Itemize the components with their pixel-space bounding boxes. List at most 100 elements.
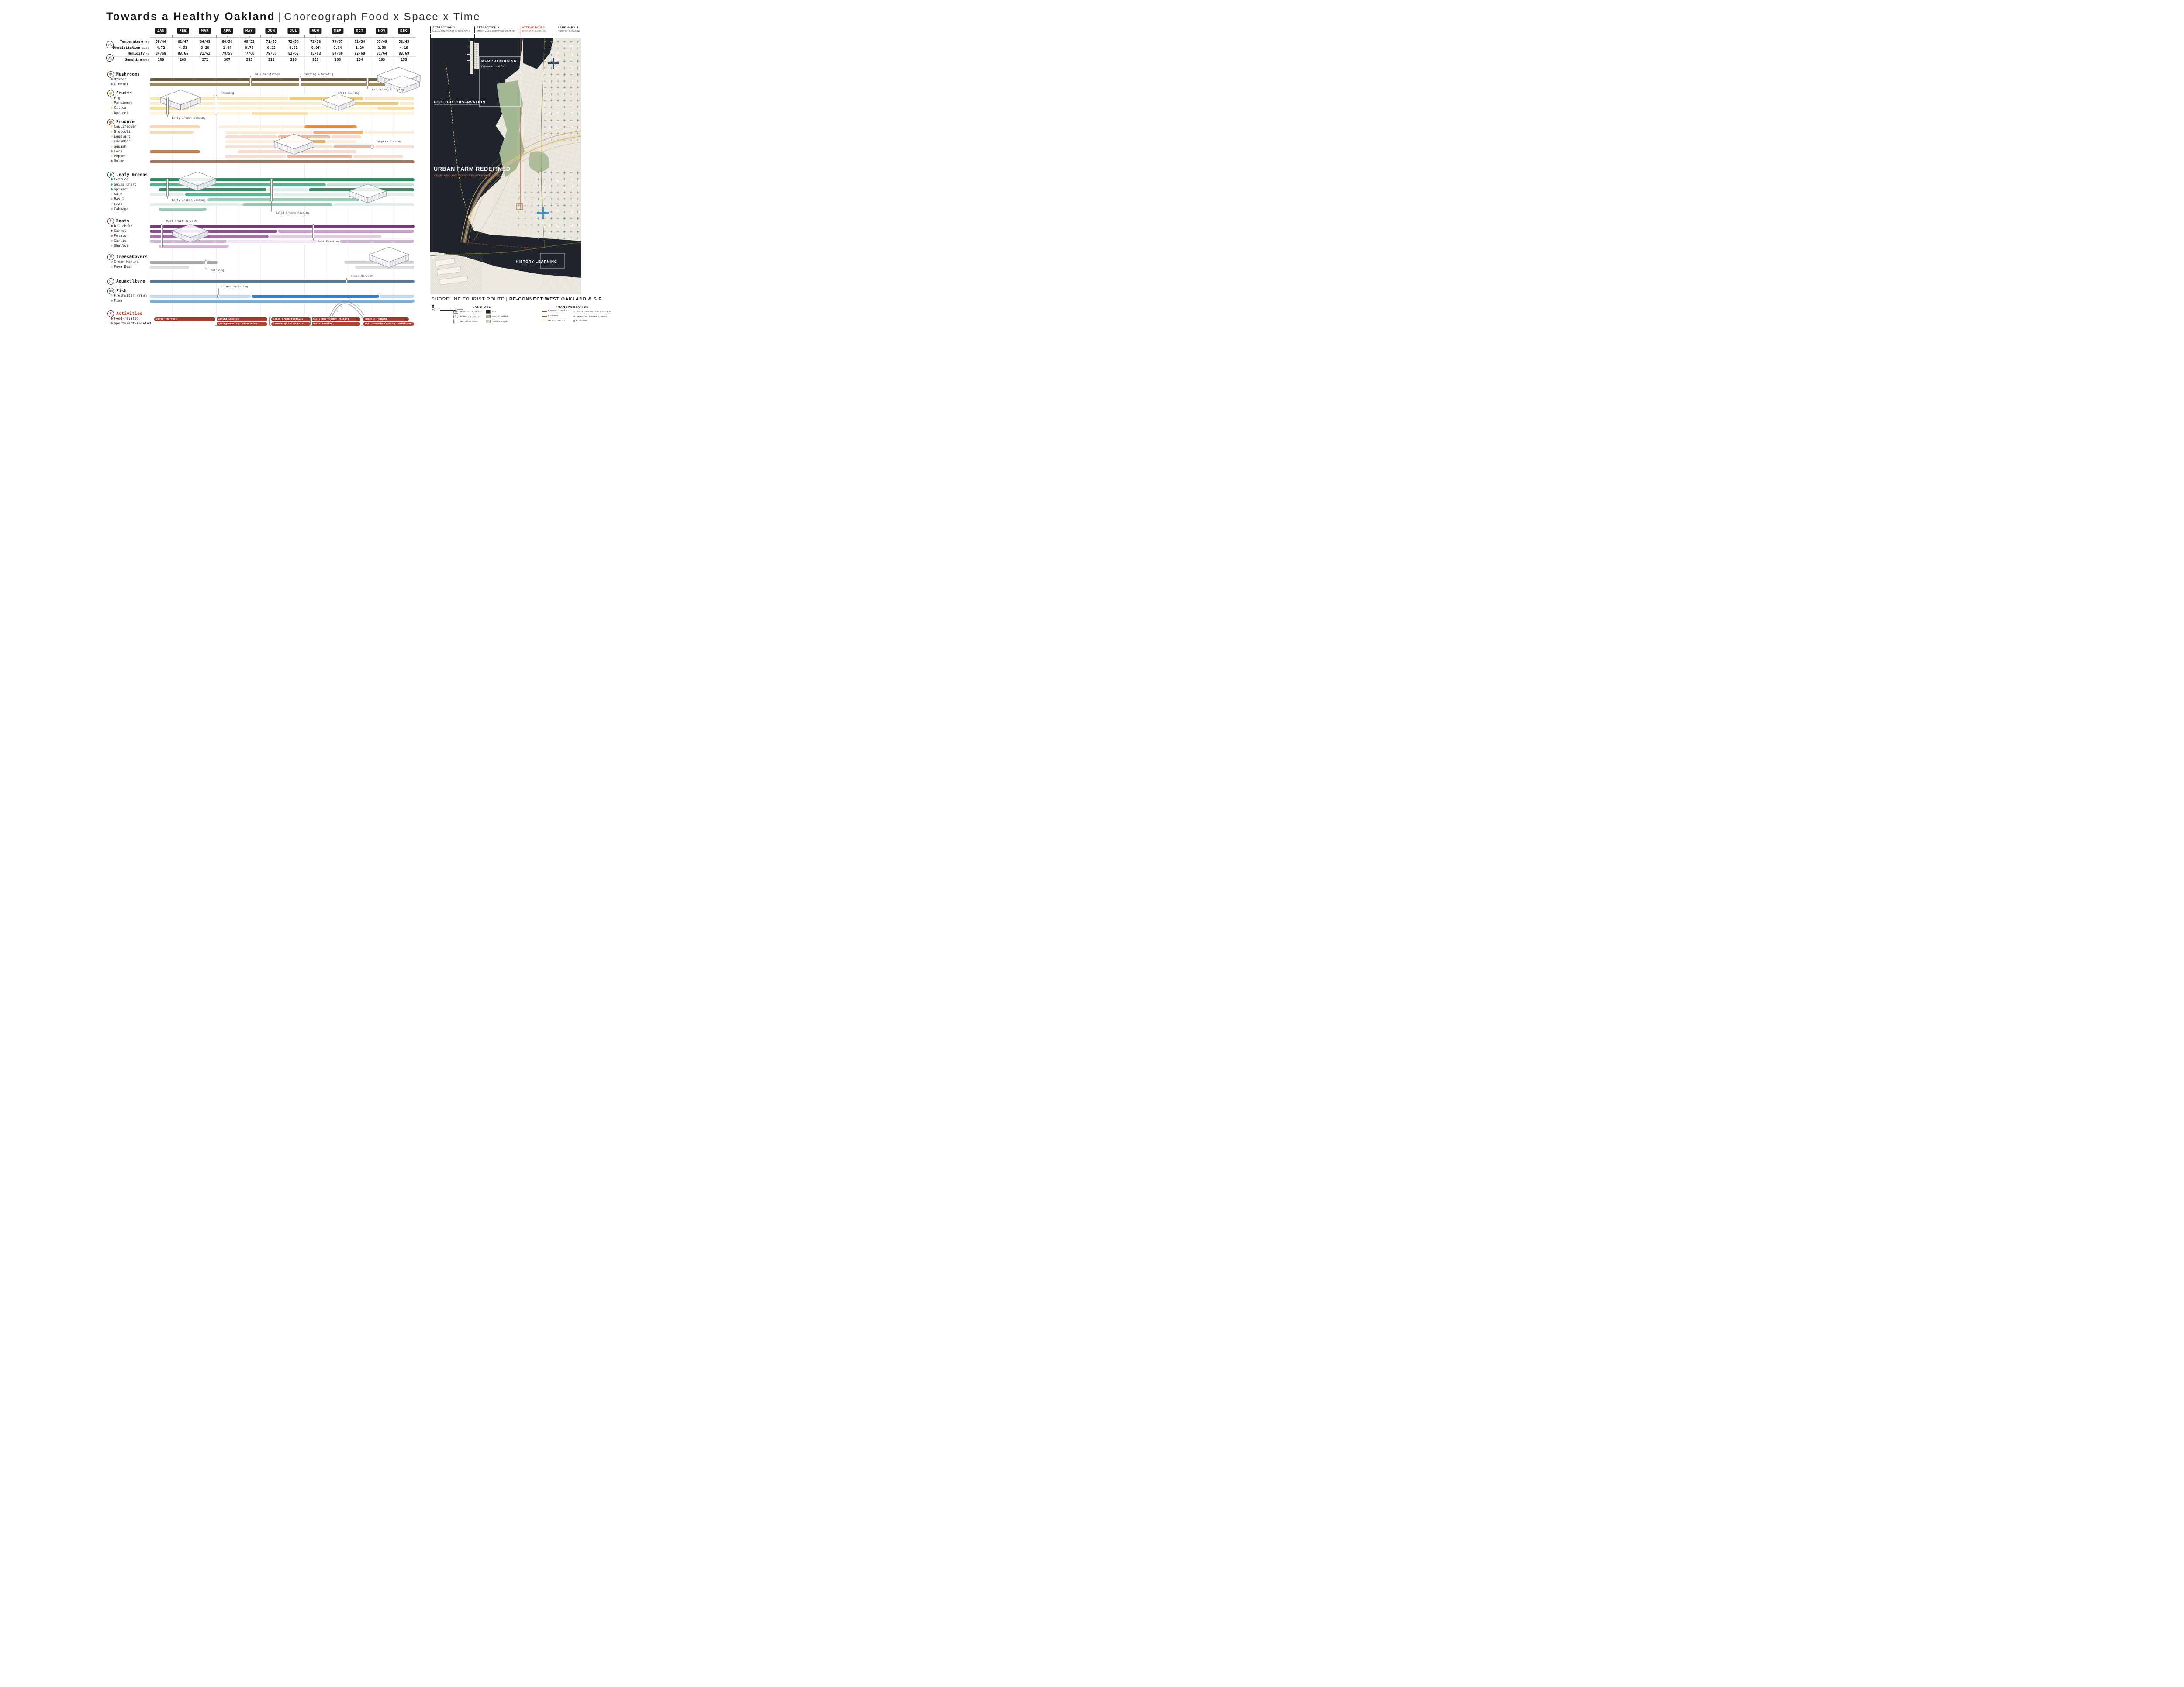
weather-value: 153 <box>401 57 407 62</box>
legend-swatch <box>453 310 458 314</box>
gantt-bar <box>159 208 207 211</box>
legend-label: NATURAL SITE <box>492 320 508 323</box>
weather-value: 72/54 <box>354 40 365 44</box>
legend-label: RESIDENTIAL AREA <box>460 310 481 313</box>
legend-swatch: + <box>573 310 576 314</box>
fish-icon <box>107 287 114 294</box>
weather-value: 4.31 <box>179 45 187 50</box>
legend-item: HIGHWAY <box>542 315 559 317</box>
weather-value: 83/62 <box>288 52 299 55</box>
attraction-tag: ATTRACTION 1 <box>432 26 455 29</box>
gantt-bar <box>333 203 415 206</box>
marine-route-line <box>446 64 473 227</box>
lemon-icon <box>107 90 114 97</box>
weather-value: 71/55 <box>266 40 277 44</box>
row-label: Squash <box>111 144 128 148</box>
gantt-bar <box>150 102 342 105</box>
gantt-bar <box>150 125 200 129</box>
attraction-tag: ATTRACTION 3 <box>522 26 545 29</box>
merchandising-sublabel: Fair-trade Local Food <box>481 66 506 68</box>
gantt-bar <box>353 155 404 159</box>
row-dot <box>111 203 113 205</box>
annotation-label: Fruit Picking <box>336 91 360 95</box>
west-oakland-bart-cross <box>537 207 549 219</box>
gantt-bar <box>273 193 415 197</box>
annotation-leader <box>167 197 168 199</box>
annotation-label: Early Indoor Seeding <box>171 198 207 202</box>
row-label: Potato <box>111 234 128 238</box>
group-name: Activities <box>116 311 143 316</box>
gantt-bar <box>251 294 379 298</box>
row-dot <box>111 145 113 148</box>
annotation-label: Prawn Nurturing <box>221 284 249 288</box>
legend-item: RETAILING AREA <box>453 320 478 323</box>
legend-label: RETAILING AREA <box>460 320 478 323</box>
gantt-bar <box>375 145 415 148</box>
activity-bar: Spring Running Competition <box>216 322 268 326</box>
row-dot <box>111 193 113 196</box>
attraction-tag: ATTRACTION 2 <box>477 26 499 29</box>
annotation-leader <box>346 278 347 279</box>
row-dot <box>111 78 113 80</box>
row-dot <box>111 83 113 85</box>
row-dot <box>111 235 113 237</box>
gantt-bar <box>313 130 364 134</box>
legend-item: RAILWAY LEGACY <box>542 310 567 312</box>
map-attraction-tick <box>474 34 475 38</box>
weather-value: 0.79 <box>245 45 254 50</box>
row-dot <box>111 101 113 104</box>
milestone-marker <box>310 317 312 326</box>
row-label: Cucumber <box>111 139 131 144</box>
gantt-bar <box>150 260 218 264</box>
weather-value: 0.34 <box>333 45 342 50</box>
row-label: Persimmon <box>111 100 134 105</box>
weather-value: 283 <box>312 57 319 62</box>
annotation-label: Root Fruit Harvest <box>165 219 198 223</box>
gantt-bar <box>150 160 415 163</box>
group-header: Trees&Covers <box>107 254 148 261</box>
weather-value: 3.20 <box>200 45 210 50</box>
weather-value: 4.72 <box>156 45 165 50</box>
row-label: Kale <box>111 192 123 197</box>
legend-item: RESIDENTIAL AREA <box>453 310 481 314</box>
group-name: Trees&Covers <box>116 255 148 260</box>
month-label: OCT <box>353 28 366 34</box>
row-dot <box>111 299 113 302</box>
ruler-subtick <box>227 36 228 38</box>
row-label: Corn <box>111 149 123 153</box>
weather-value: 79/60 <box>266 52 277 55</box>
title-separator: | <box>278 11 281 23</box>
month-label: MAY <box>243 28 256 34</box>
row-label: Fava Bean <box>111 265 134 269</box>
scale-label: 500m <box>457 309 463 311</box>
row-label: Fish <box>111 298 123 303</box>
group-name: Leafy Greens <box>116 172 148 177</box>
legend-item: MARINE ROUTE <box>542 320 565 322</box>
row-dot <box>111 224 113 227</box>
weather-row-label: Temperature(°F) <box>86 40 149 44</box>
month-gridline <box>216 38 217 327</box>
row-dot <box>111 188 113 190</box>
leaf-icon <box>110 172 112 177</box>
activity-bar: Winter Harvest <box>154 317 216 321</box>
annotation-label: Pumpkin Picking <box>375 140 403 143</box>
row-label: Eggplant <box>111 134 131 138</box>
annotation-label: Seeding & Growing <box>303 72 334 76</box>
gantt-bar <box>150 150 200 153</box>
ruler-subtick <box>315 36 316 38</box>
legend-item: INDUSTRIAL AREA <box>453 315 479 318</box>
month-label: NOV <box>376 28 388 34</box>
row-dot <box>111 125 113 128</box>
gantt-bar <box>380 294 415 298</box>
weather-value: 2.30 <box>377 45 386 50</box>
weather-value: 84/68 <box>156 52 166 55</box>
row-dot <box>111 130 113 133</box>
gantt-bar <box>150 178 415 182</box>
annotation-leader <box>313 238 314 241</box>
weather-unit: (hrs) <box>142 59 149 62</box>
weather-value: 0.22 <box>267 45 276 50</box>
row-label: Swiss Chard <box>111 182 138 186</box>
